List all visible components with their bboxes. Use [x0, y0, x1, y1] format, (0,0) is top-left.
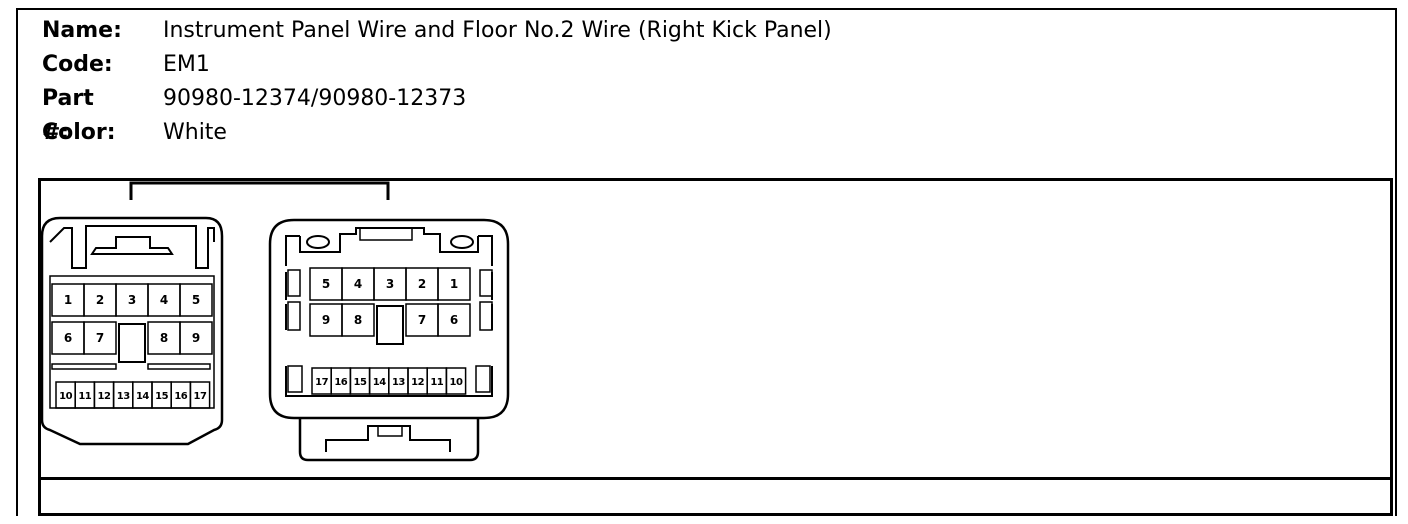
right-connector-center-lock: [376, 305, 404, 345]
color-label: Color:: [42, 120, 116, 145]
code-value: EM1: [163, 52, 210, 77]
left-connector-pin-number: 11: [78, 391, 91, 402]
right-connector-pin-cavity: [437, 303, 471, 337]
right-connector-pin-number: 1: [450, 277, 458, 291]
right-connector-pin-number: 16: [334, 377, 347, 388]
left-connector-pin-number: 14: [136, 391, 149, 402]
name-label: Name:: [42, 18, 122, 43]
right-connector-pin-number: 14: [373, 377, 386, 388]
left-connector-center-lock: [118, 323, 146, 363]
left-connector-pin-number: 6: [64, 331, 72, 345]
right-connector-pin-cavity: [341, 303, 375, 337]
code-label: Code:: [42, 52, 113, 77]
right-connector-pin-number: 5: [322, 277, 330, 291]
left-connector-pin-number: 16: [174, 391, 187, 402]
left-connector-pin-cavity: [179, 283, 213, 317]
left-connector-pin-number: 9: [192, 331, 200, 345]
connector-info-frame: [16, 8, 1397, 516]
right-connector-pin-number: 2: [418, 277, 426, 291]
left-connector-pin-number: 15: [155, 391, 168, 402]
left-connector-pin-number: 13: [117, 391, 130, 402]
right-connector-pin-number: 11: [430, 377, 443, 388]
right-connector-pin-number: 9: [322, 313, 330, 327]
right-connector-pin-number: 8: [354, 313, 362, 327]
left-connector-pin-number: 12: [98, 391, 111, 402]
left-connector-pin-number: 7: [96, 331, 104, 345]
part-number-label: Part #:: [42, 86, 94, 145]
left-connector-pin-number: 3: [128, 293, 136, 307]
left-connector-pin-number: 1: [64, 293, 72, 307]
footer-frame: [38, 480, 1393, 516]
left-connector-pin-cavity: [189, 381, 211, 409]
right-connector-pin-number: 3: [386, 277, 394, 291]
left-connector-pin-number: 4: [160, 293, 168, 307]
part-number-value: 90980-12374/90980-12373: [163, 86, 467, 111]
right-connector-pin-number: 7: [418, 313, 426, 327]
right-connector-pin-number: 13: [392, 377, 405, 388]
left-connector-pin-cavity: [179, 321, 213, 355]
left-connector-pin-number: 10: [59, 391, 72, 402]
right-connector-pin-cavity: [445, 367, 467, 395]
right-connector-pin-cavity: [437, 267, 471, 301]
right-connector: 5 4 3 2 1 9 8 7 6 17 16 15 14 13 12 11 10: [268, 218, 510, 462]
right-connector-pin-number: 10: [450, 377, 463, 388]
left-connector-pin-cavity: [83, 321, 117, 355]
name-value: Instrument Panel Wire and Floor No.2 Wir…: [163, 18, 832, 43]
right-connector-pin-number: 17: [315, 377, 328, 388]
connector-diagram-frame: [38, 178, 1393, 480]
right-connector-pin-number: 15: [354, 377, 367, 388]
pairing-bracket: [129, 181, 390, 200]
right-connector-pin-number: 6: [450, 313, 458, 327]
left-connector-pin-number: 17: [194, 391, 207, 402]
left-connector-pin-number: 8: [160, 331, 168, 345]
left-connector-pin-number: 5: [192, 293, 200, 307]
right-connector-pin-number: 12: [411, 377, 424, 388]
color-value: White: [163, 120, 227, 145]
left-connector-pin-number: 2: [96, 293, 104, 307]
right-connector-pin-number: 4: [354, 277, 362, 291]
